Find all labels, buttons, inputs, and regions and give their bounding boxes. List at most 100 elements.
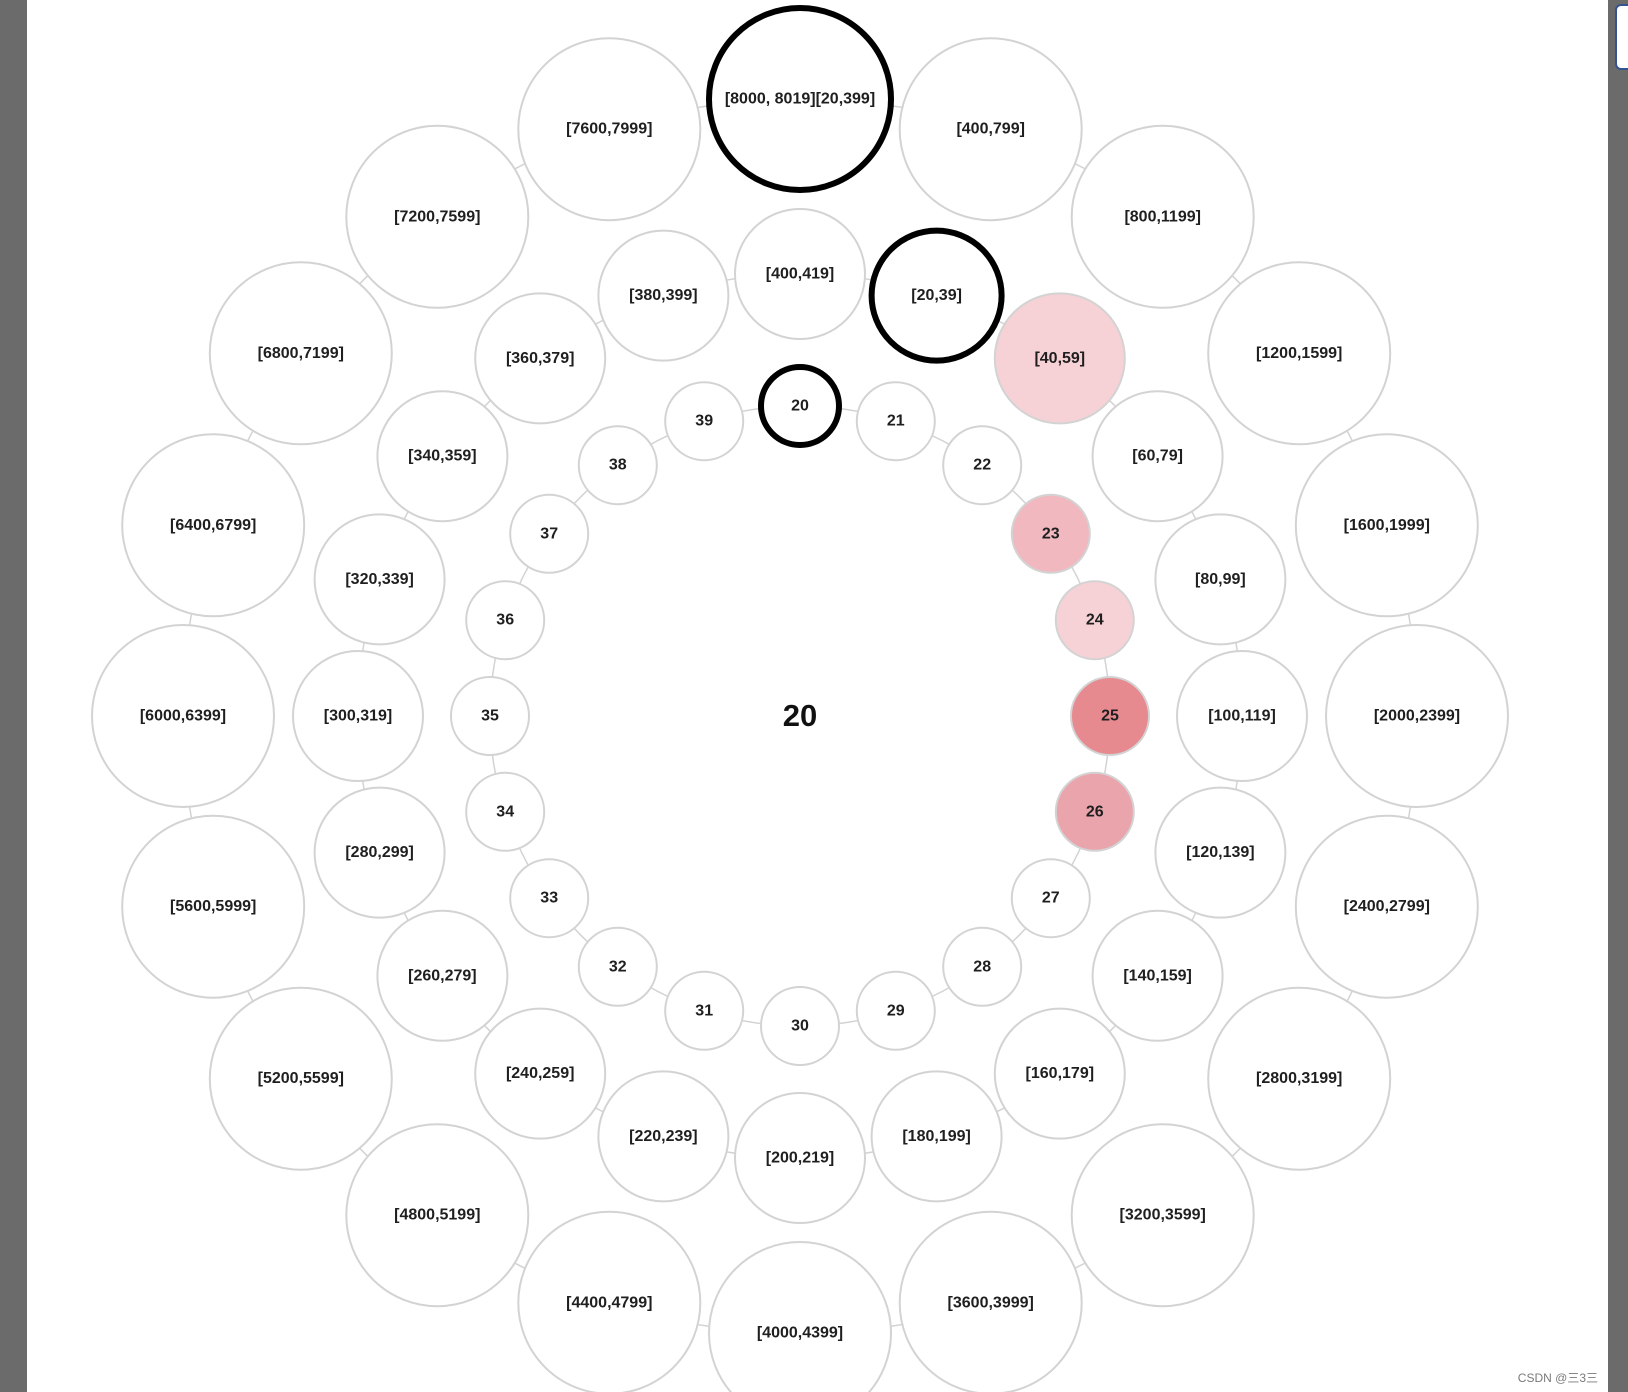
ring-tens-node-circle[interactable] [313, 786, 446, 919]
ring-hundreds-node[interactable]: [6000,6399] [91, 624, 275, 808]
ring-single-node-circle[interactable] [577, 926, 658, 1007]
ring-hundreds-node[interactable]: [6400,6799] [121, 433, 306, 618]
ring-hundreds-node[interactable]: [2800,3199] [1207, 986, 1392, 1171]
edge-tab[interactable] [1615, 4, 1628, 70]
ring-single-node-circle[interactable] [664, 381, 745, 462]
ring-tens-node[interactable]: [200,219] [734, 1092, 866, 1224]
ring-tens-node-circle[interactable] [597, 1070, 730, 1203]
ring-hundreds-node[interactable]: [7600,7999] [517, 37, 702, 222]
ring-hundreds-node-circle[interactable] [1070, 1123, 1255, 1308]
ring-single-node[interactable]: 32 [577, 926, 658, 1007]
ring-single-node[interactable]: 27 [1010, 858, 1091, 939]
ring-single-node-circle[interactable] [1054, 580, 1135, 661]
ring-single-node[interactable]: 25 [1070, 676, 1150, 756]
ring-tens-node[interactable]: [300,319] [292, 650, 424, 782]
ring-single-node-circle[interactable] [758, 364, 842, 448]
ring-single-node[interactable]: 29 [855, 970, 936, 1051]
ring-hundreds-node-circle[interactable] [1207, 261, 1392, 446]
ring-hundreds-node[interactable]: [4800,5199] [345, 1123, 530, 1308]
ring-tens-node[interactable]: [400,419] [734, 208, 866, 340]
ring-tens-node-circle[interactable] [868, 227, 1005, 364]
ring-tens-node[interactable]: [340,359] [376, 390, 509, 523]
ring-tens-node[interactable]: [240,259] [474, 1007, 607, 1140]
ring-single-node-circle[interactable] [1070, 676, 1150, 756]
ring-single-node[interactable]: 24 [1054, 580, 1135, 661]
ring-single-node-circle[interactable] [509, 858, 590, 939]
ring-hundreds-node-circle[interactable] [898, 1210, 1083, 1392]
ring-hundreds-node[interactable]: [7200,7599] [345, 124, 530, 309]
ring-single-node[interactable]: 26 [1054, 771, 1135, 852]
ring-tens-node-circle[interactable] [292, 650, 424, 782]
ring-hundreds-node-circle[interactable] [1294, 814, 1479, 999]
ring-tens-node-circle[interactable] [313, 513, 446, 646]
ring-single-node-circle[interactable] [465, 580, 546, 661]
ring-tens-node-circle[interactable] [1154, 786, 1287, 919]
ring-single-node-circle[interactable] [855, 381, 936, 462]
ring-hundreds-node[interactable]: [3200,3599] [1070, 1123, 1255, 1308]
ring-tens-node-circle[interactable] [1091, 390, 1224, 523]
ring-single-node-circle[interactable] [577, 425, 658, 506]
ring-tens-node[interactable]: [380,399] [597, 229, 730, 362]
ring-hundreds-node-circle[interactable] [1294, 433, 1479, 618]
ring-single-node[interactable]: 28 [942, 926, 1023, 1007]
ring-tens-node-circle[interactable] [993, 292, 1126, 425]
ring-tens-node-circle[interactable] [597, 229, 730, 362]
ring-hundreds-node[interactable]: [800,1199] [1070, 124, 1255, 309]
ring-tens-node-circle[interactable] [734, 208, 866, 340]
ring-tens-node[interactable]: [360,379] [474, 292, 607, 425]
ring-tens-node[interactable]: [20,39] [868, 227, 1005, 364]
ring-tens-node[interactable]: [140,159] [1091, 909, 1224, 1042]
ring-tens-node[interactable]: [60,79] [1091, 390, 1224, 523]
ring-hundreds-node-circle[interactable] [708, 1241, 892, 1392]
ring-tens-node[interactable]: [280,299] [313, 786, 446, 919]
ring-hundreds-node[interactable]: [1600,1999] [1294, 433, 1479, 618]
ring-single-node-circle[interactable] [1010, 493, 1091, 574]
ring-tens-node[interactable]: [220,239] [597, 1070, 730, 1203]
ring-tens-node[interactable]: [120,139] [1154, 786, 1287, 919]
ring-single-node[interactable]: 34 [465, 771, 546, 852]
ring-hundreds-node[interactable]: [5600,5999] [121, 814, 306, 999]
ring-tens-node[interactable]: [80,99] [1154, 513, 1287, 646]
ring-hundreds-node-circle[interactable] [121, 814, 306, 999]
ring-hundreds-node[interactable]: [4000,4399] [708, 1241, 892, 1392]
ring-tens-node[interactable]: [180,199] [870, 1070, 1003, 1203]
ring-single-node-circle[interactable] [942, 425, 1023, 506]
ring-hundreds-node-circle[interactable] [706, 5, 894, 193]
ring-single-node[interactable]: 39 [664, 381, 745, 462]
ring-single-node[interactable]: 21 [855, 381, 936, 462]
ring-hundreds-node-circle[interactable] [1070, 124, 1255, 309]
ring-hundreds-node-circle[interactable] [121, 433, 306, 618]
ring-single-node[interactable]: 23 [1010, 493, 1091, 574]
ring-hundreds-node[interactable]: [400,799] [898, 37, 1083, 222]
ring-tens-node[interactable]: [260,279] [376, 909, 509, 1042]
ring-tens-node-circle[interactable] [474, 1007, 607, 1140]
ring-hundreds-node-circle[interactable] [91, 624, 275, 808]
ring-hundreds-node-circle[interactable] [1207, 986, 1392, 1171]
ring-single-node-circle[interactable] [760, 986, 840, 1066]
ring-single-node[interactable]: 35 [450, 676, 530, 756]
ring-hundreds-node[interactable]: [1200,1599] [1207, 261, 1392, 446]
ring-single-node[interactable]: 31 [664, 970, 745, 1051]
ring-single-node[interactable]: 33 [509, 858, 590, 939]
ring-single-node-circle[interactable] [465, 771, 546, 852]
ring-single-node[interactable]: 30 [760, 986, 840, 1066]
ring-hundreds-node[interactable]: [2000,2399] [1325, 624, 1509, 808]
ring-hundreds-node-circle[interactable] [898, 37, 1083, 222]
ring-hundreds-node-circle[interactable] [517, 1210, 702, 1392]
ring-tens-node-circle[interactable] [870, 1070, 1003, 1203]
ring-single-node[interactable]: 36 [465, 580, 546, 661]
ring-single-node[interactable]: 37 [509, 493, 590, 574]
ring-tens-node-circle[interactable] [993, 1007, 1126, 1140]
ring-hundreds-node-circle[interactable] [345, 1123, 530, 1308]
ring-hundreds-node[interactable]: [8000, 8019][20,399] [706, 5, 894, 193]
ring-tens-node-circle[interactable] [376, 909, 509, 1042]
ring-tens-node-circle[interactable] [734, 1092, 866, 1224]
ring-hundreds-node[interactable]: [5200,5599] [208, 986, 393, 1171]
ring-tens-node-circle[interactable] [1176, 650, 1308, 782]
ring-tens-node-circle[interactable] [1154, 513, 1287, 646]
ring-tens-node-circle[interactable] [376, 390, 509, 523]
ring-single-node[interactable]: 38 [577, 425, 658, 506]
ring-single-node-circle[interactable] [450, 676, 530, 756]
ring-single-node[interactable]: 22 [942, 425, 1023, 506]
ring-tens-node[interactable]: [40,59] [993, 292, 1126, 425]
